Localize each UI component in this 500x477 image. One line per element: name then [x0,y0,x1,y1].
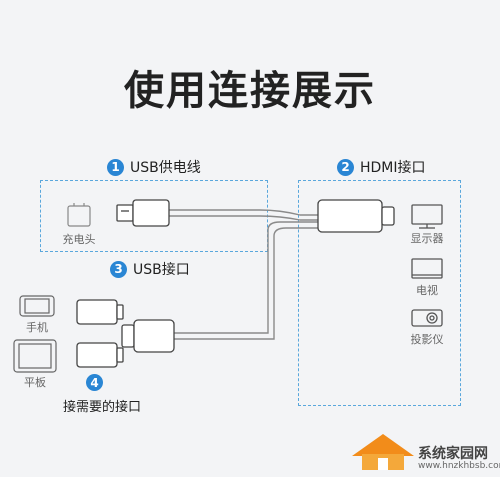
adapter-plug-2 [76,342,124,368]
step-4-number-wrap: 4 [86,374,103,391]
page-title: 使用连接展示 [124,68,376,114]
projector-icon [411,309,443,327]
step-3-label: 3 USB接口 [110,259,190,279]
watermark-url: www.hnzkhbsb.com [418,461,500,471]
monitor-label: 显示器 [410,232,444,245]
step-1-number: 1 [107,158,124,176]
step-2-label: 2 HDMI接口 [337,157,426,177]
usb-plug-top [116,199,170,227]
watermark-name: 系统家园网 [418,446,488,462]
step-2-number: 2 [337,158,354,176]
step-3-number: 3 [110,260,127,278]
tv-label: 电视 [416,284,438,297]
adapter-plug-1 [76,299,124,325]
tablet-label: 平板 [24,376,46,389]
step-4-text: 接需要的接口 [63,400,142,415]
step-4-number: 4 [86,374,103,391]
tablet-icon [13,339,57,373]
projector-label: 投影仪 [410,333,444,346]
power-cable [168,209,318,216]
monitor-icon [411,204,443,229]
step-1-text: USB供电线 [130,160,201,176]
hdmi-box [298,180,461,406]
charger-label: 充电头 [62,233,96,246]
usb-female-plug [121,319,175,353]
step-2-text: HDMI接口 [360,160,426,176]
house-logo-icon [352,434,414,470]
phone-label: 手机 [26,321,48,334]
phone-icon [19,295,55,317]
hdmi-plug [317,199,395,233]
tv-icon [411,258,443,279]
step-1-label: 1 USB供电线 [107,157,201,177]
charger-icon [67,203,91,227]
data-cable [172,221,318,334]
step-3-text: USB接口 [133,262,190,278]
